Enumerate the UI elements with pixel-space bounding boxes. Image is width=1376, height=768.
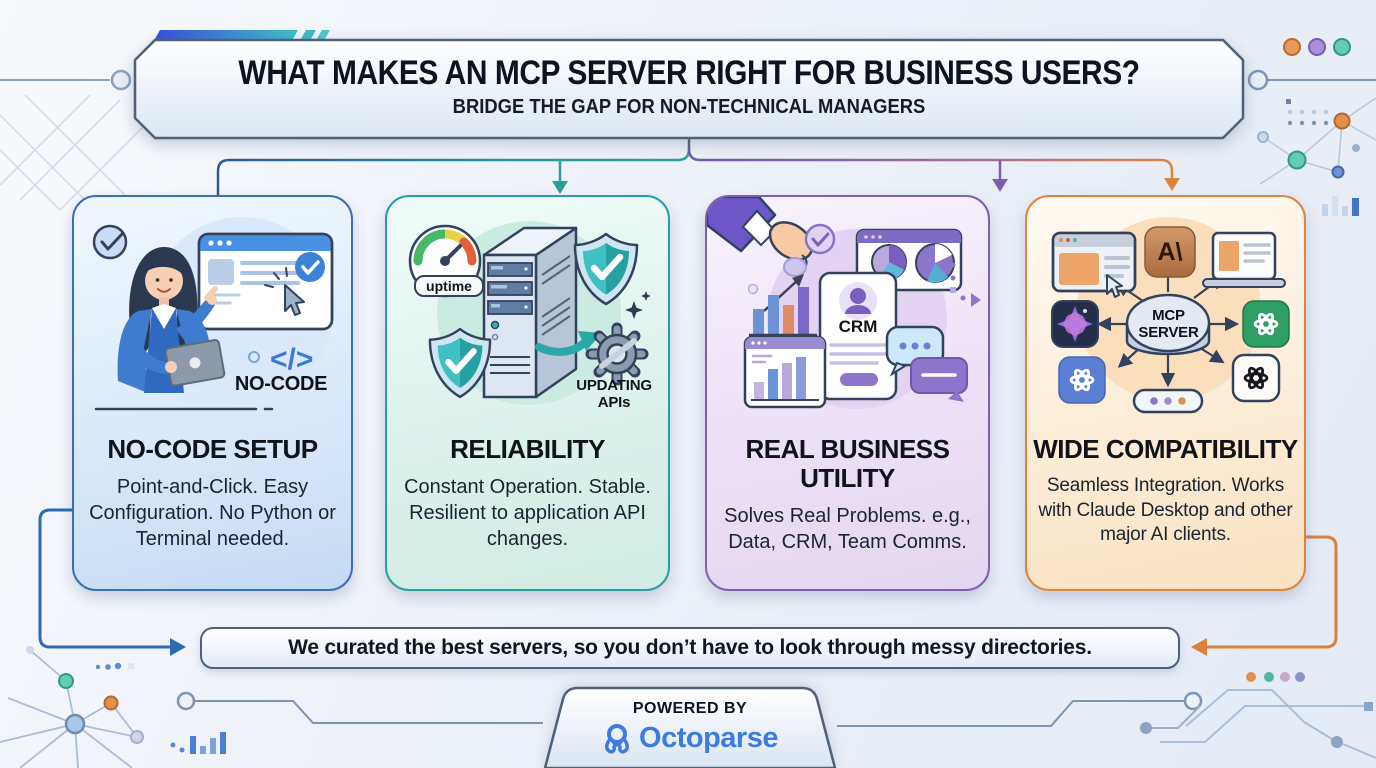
shield-check-icon	[573, 232, 639, 306]
arrow-right-to-callout	[1191, 638, 1207, 656]
page-subtitle: BRIDGE THE GAP FOR NON-TECHNICAL MANAGER…	[452, 96, 926, 118]
businesswoman-with-tablet	[117, 247, 226, 393]
openai-light-icon	[1231, 353, 1281, 403]
powered-by-label: POWERED BY	[632, 700, 748, 717]
card-no-code-setup: </> NO-CODE NO-CODE SETUP Point-and-Clic…	[72, 195, 353, 591]
code-tag-icon: </>	[248, 343, 313, 376]
check-circle-icon	[92, 224, 128, 260]
growth-bar-chart-icon	[749, 274, 817, 337]
octoparse-logo-icon	[605, 723, 629, 754]
check-circle-icon	[804, 223, 836, 255]
dotted-route-icon	[950, 262, 981, 307]
no-code-illustration: </> NO-CODE	[74, 197, 351, 427]
cursor-click-icon	[264, 267, 305, 316]
card-reliability: uptime UPDATING APIs RELIABILITY Constan…	[385, 195, 670, 591]
swirl-blue-app-icon	[1058, 356, 1106, 404]
arrow-to-utility	[992, 179, 1008, 192]
shield-check-icon	[428, 327, 492, 399]
laptop-icon	[1202, 231, 1286, 288]
page-title: WHAT MAKES AN MCP SERVER RIGHT FOR BUSIN…	[238, 54, 1140, 92]
hand-icon	[707, 197, 814, 277]
card-wide-compatibility: A\ MCP SERVER WIDE COMPATIBILITY Seamles…	[1025, 195, 1306, 591]
header: WHAT MAKES AN MCP SERVER RIGHT FOR BUSIN…	[135, 40, 1243, 119]
dots-pill-icon	[1132, 388, 1204, 414]
openai-green-icon	[1242, 300, 1290, 348]
browser-window-icon	[197, 232, 334, 331]
arrow-to-reliability	[552, 181, 568, 194]
card-body: Constant Operation. Stable. Resilient to…	[404, 476, 651, 551]
crm-profile-card-icon	[818, 271, 898, 401]
analytics-browser-icon	[743, 335, 827, 409]
title-banner-shape	[133, 38, 1245, 140]
utility-illustration: CRM	[707, 197, 988, 427]
curated-callout: We curated the best servers, so you don’…	[200, 627, 1180, 669]
card-body: Point-and-Click. Easy Configuration. No …	[89, 476, 336, 551]
svg-text:</>: </>	[270, 343, 313, 376]
claude-icon	[1144, 226, 1196, 278]
card-heading: WIDE COMPATIBILITY	[1033, 434, 1298, 464]
updating-apis-label: UPDATING APIs	[576, 377, 652, 411]
arrow-to-compatibility	[1164, 178, 1180, 191]
crm-label: CRM	[838, 317, 878, 336]
uptime-label: uptime	[414, 275, 484, 297]
card-heading: NO-CODE SETUP	[107, 434, 318, 464]
arrow-left-to-callout	[170, 638, 186, 656]
no-code-label: NO-CODE	[234, 373, 328, 395]
sparkle-icon	[625, 291, 651, 319]
card-heading: REAL BUSINESS UTILITY	[745, 434, 950, 494]
mcp-server-hub	[1125, 293, 1211, 356]
browser-app-icon	[1051, 231, 1137, 298]
brand-row: Octoparse	[525, 722, 855, 755]
starburst-app-icon	[1051, 300, 1099, 348]
card-real-business-utility: CRM REAL BUSINESS UTILITY Solves Real Pr…	[705, 195, 990, 591]
reliability-illustration: uptime UPDATING APIs	[387, 197, 668, 427]
gear-icon	[585, 322, 649, 386]
mcp-server-label: MCP SERVER	[1138, 307, 1199, 342]
server-tower-icon	[482, 226, 578, 399]
compatibility-illustration: A\ MCP SERVER	[1027, 197, 1304, 427]
brand-name: Octoparse	[639, 722, 778, 754]
card-heading: RELIABILITY	[450, 434, 605, 464]
chat-bubbles-icon	[885, 325, 968, 402]
footer-tab-shape	[543, 686, 837, 768]
card-body: Seamless Integration. Works with Claude …	[1038, 475, 1293, 546]
claude-glyph: A\	[1157, 238, 1183, 266]
card-body: Solves Real Problems. e.g., Data, CRM, T…	[724, 505, 971, 554]
